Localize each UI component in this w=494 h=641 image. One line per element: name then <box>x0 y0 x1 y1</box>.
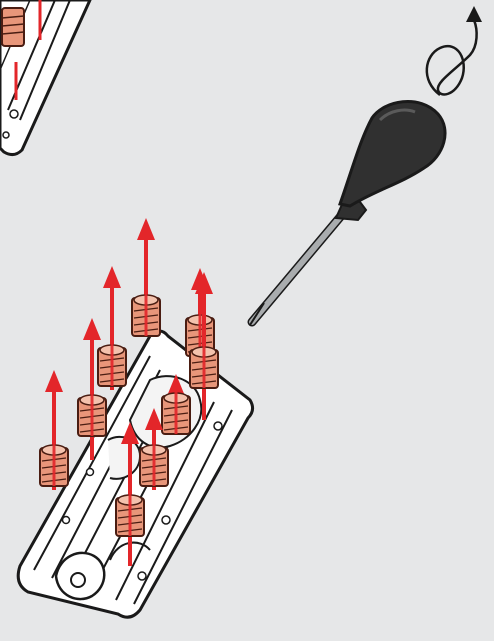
screw-icon <box>2 8 24 46</box>
counterclockwise-rotation-icon <box>427 6 482 95</box>
screw-icon <box>40 442 68 486</box>
partial-assembly-top-left <box>0 0 90 155</box>
screw-icon <box>78 392 106 436</box>
screw-icon <box>190 344 218 388</box>
screw-icon <box>132 292 160 336</box>
screwdriver-icon <box>250 102 445 325</box>
screw-icon <box>140 442 168 486</box>
screw-icon <box>116 492 144 536</box>
screw-icon <box>162 390 190 434</box>
screw-icon <box>98 342 126 386</box>
